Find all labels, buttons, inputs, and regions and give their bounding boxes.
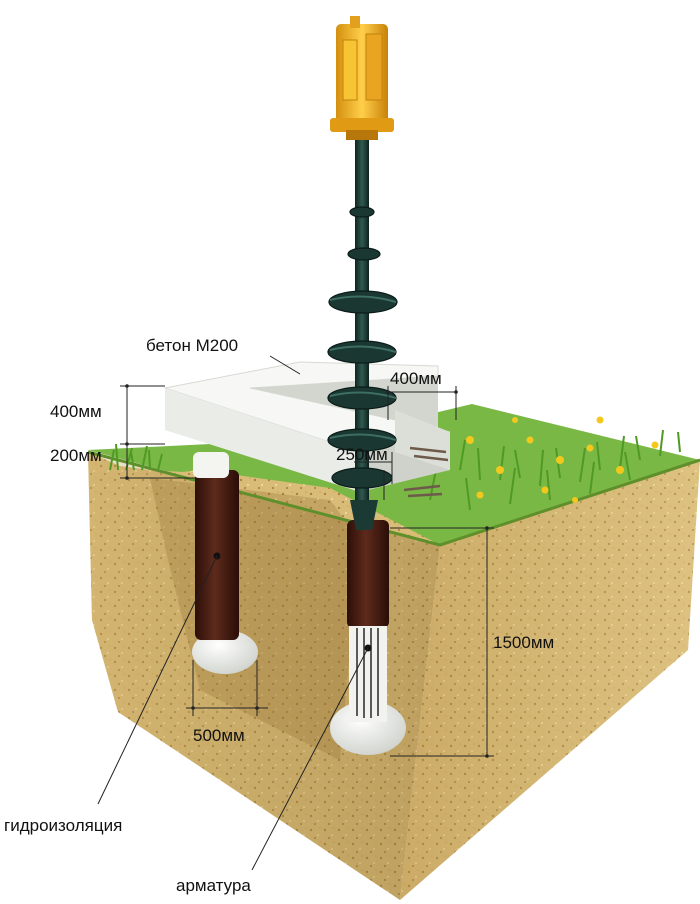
gap-height-label: 200мм [50,446,102,465]
dimension-ticks [125,384,489,758]
inner-offset-label: 250мм [336,445,388,464]
dandelions [466,416,659,503]
rebar-label: арматура [176,876,251,895]
grillage-width-label: 400мм [390,369,442,388]
drill-head [330,16,394,140]
pile-depth-label: 1500мм [493,633,555,652]
concrete-grade-label: бетон М200 [146,336,239,355]
auger [327,16,398,530]
right-pile [330,520,406,755]
grillage-height-label: 400мм [50,402,102,421]
left-pile [192,452,258,674]
auger-shaft [355,135,369,520]
dimension-lines [97,355,494,871]
waterproofing-label: гидроизоляция [4,816,123,835]
right-pile-sleeve [347,520,389,628]
rebar-rods [356,628,379,718]
left-pile-base [192,630,258,674]
concrete-grillage [163,361,451,498]
base-width-label: 500мм [193,726,245,745]
